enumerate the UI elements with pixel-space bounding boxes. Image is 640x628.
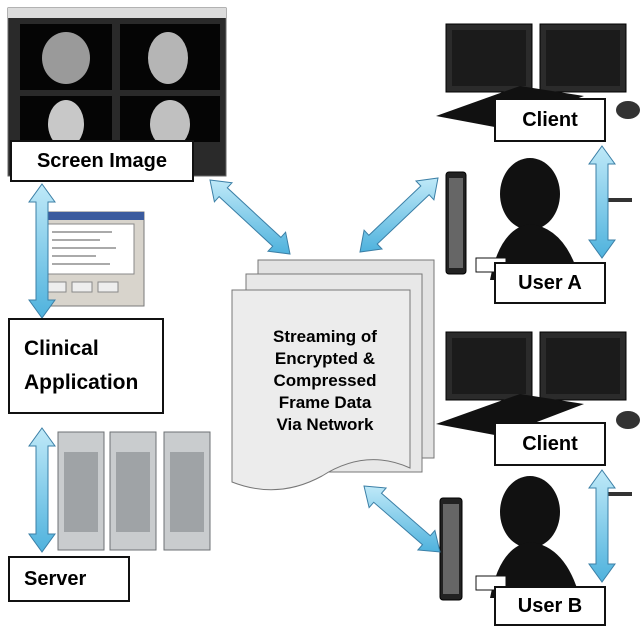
client-workstation-top [436,23,640,128]
tablet-device-a [445,171,467,275]
screen-image-label: Screen Image [10,140,194,182]
client-mid-label: Client [494,422,606,466]
clinical-line-2: Application [24,371,139,394]
user-b-silhouette [475,476,632,598]
stream-line-5: Via Network [276,415,374,434]
arrow-stream-userb [363,485,441,553]
stream-description: Streaming of Encrypted & Compressed Fram… [242,326,408,436]
server-label: Server [8,556,130,602]
clinical-line-1: Clinical [24,337,99,360]
user-b-text: User B [517,594,583,617]
arrow-clinical-server [28,427,56,553]
client-mid-text: Client [522,432,578,455]
client-workstation-mid [436,331,640,436]
stream-line-4: Frame Data [278,393,372,412]
stream-line-1: Streaming of [273,327,377,346]
client-top-text: Client [522,108,578,131]
arrow-client-userb [588,469,616,583]
server-towers [57,431,211,551]
arrow-screen-stream [209,179,291,255]
user-a-label: User A [494,262,606,304]
clinical-application-label: Clinical Application [8,318,164,414]
clinical-app-window [35,211,145,307]
connection-arrows [28,145,616,583]
stream-document-stack [231,259,435,491]
stream-line-2: Encrypted & [274,349,376,368]
user-a-text: User A [518,271,582,294]
server-text: Server [24,567,87,590]
screen-image-text: Screen Image [36,149,168,172]
client-top-label: Client [494,98,606,142]
arrow-stream-usera [359,177,439,253]
user-b-label: User B [494,586,606,626]
ct-screen-image [7,7,227,177]
stream-line-3: Compressed [273,371,377,390]
arrow-client-usera [588,145,616,259]
tablet-device-b [439,497,463,601]
